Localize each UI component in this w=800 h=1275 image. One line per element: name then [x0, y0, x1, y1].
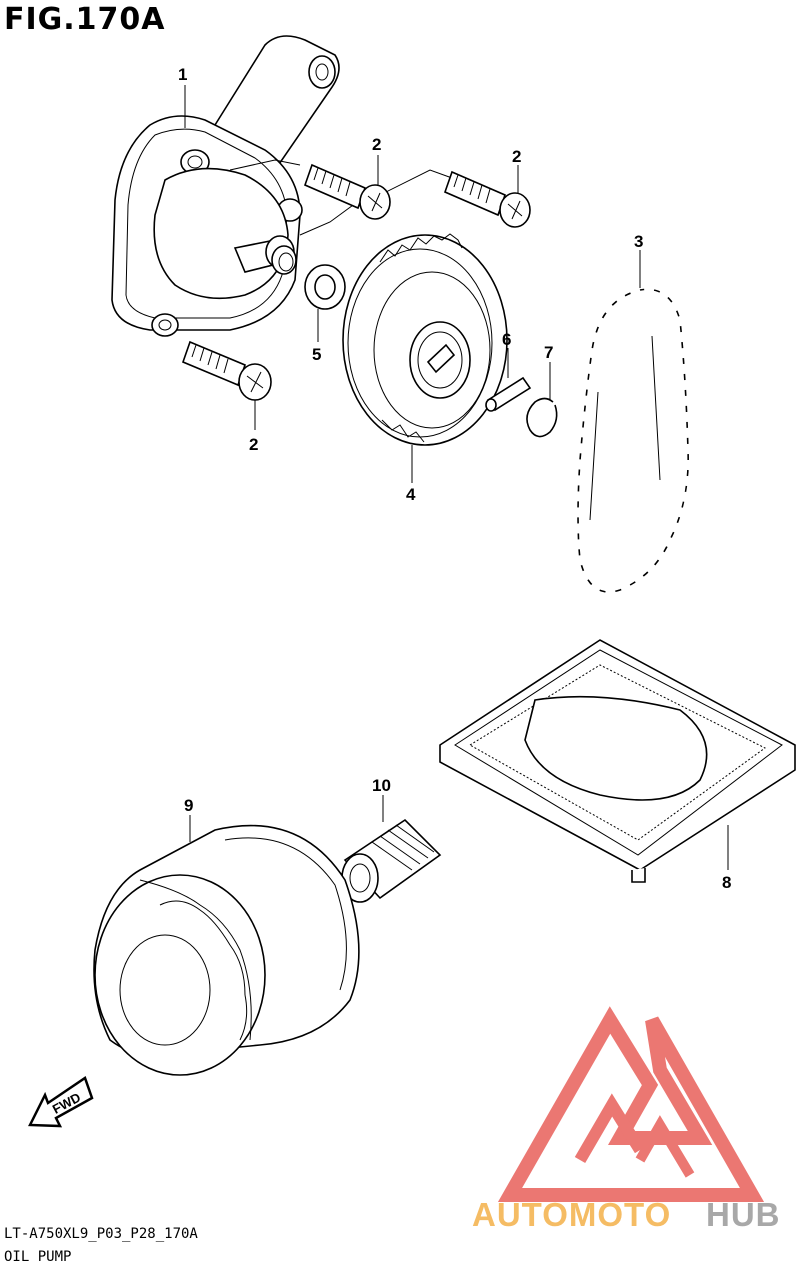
- oil-strainer: [439, 639, 796, 883]
- callout-1: 1: [178, 65, 187, 84]
- watermark-logo: [497, 1006, 765, 1202]
- dowel-pin: [485, 376, 532, 412]
- callout-6: 6: [502, 330, 511, 349]
- bolt-upper-right: [443, 170, 531, 228]
- pump-sprocket: [342, 233, 508, 446]
- callout-2-center: 2: [372, 135, 381, 154]
- washer: [304, 264, 346, 310]
- drive-chain: [575, 286, 691, 595]
- callout-2-lower: 2: [249, 435, 258, 454]
- callout-5: 5: [312, 345, 321, 364]
- callout-3: 3: [634, 232, 643, 251]
- oil-pump-body: [111, 35, 340, 337]
- circlip: [526, 397, 558, 438]
- forward-direction-arrow: FWD: [28, 1076, 94, 1128]
- callout-8: 8: [722, 873, 731, 892]
- watermark-text-part2: HUB: [706, 1196, 781, 1233]
- figure-name: OIL PUMP: [4, 1249, 72, 1265]
- callout-2-right: 2: [512, 147, 521, 166]
- leader-lines: [184, 85, 729, 870]
- watermark-text-part1: AUTOMOTO: [472, 1196, 671, 1233]
- bolt-lower-left: [181, 340, 272, 401]
- union-bolt: [341, 818, 442, 903]
- callout-7: 7: [544, 343, 553, 362]
- callout-4: 4: [406, 485, 416, 504]
- callout-10: 10: [372, 776, 391, 795]
- figure-code: LT-A750XL9_P03_P28_170A: [4, 1226, 198, 1242]
- callout-9: 9: [184, 796, 193, 815]
- bolt-upper-center: [303, 163, 391, 220]
- figure-title: FIG.170A: [4, 2, 166, 37]
- oil-filter: [93, 824, 360, 1076]
